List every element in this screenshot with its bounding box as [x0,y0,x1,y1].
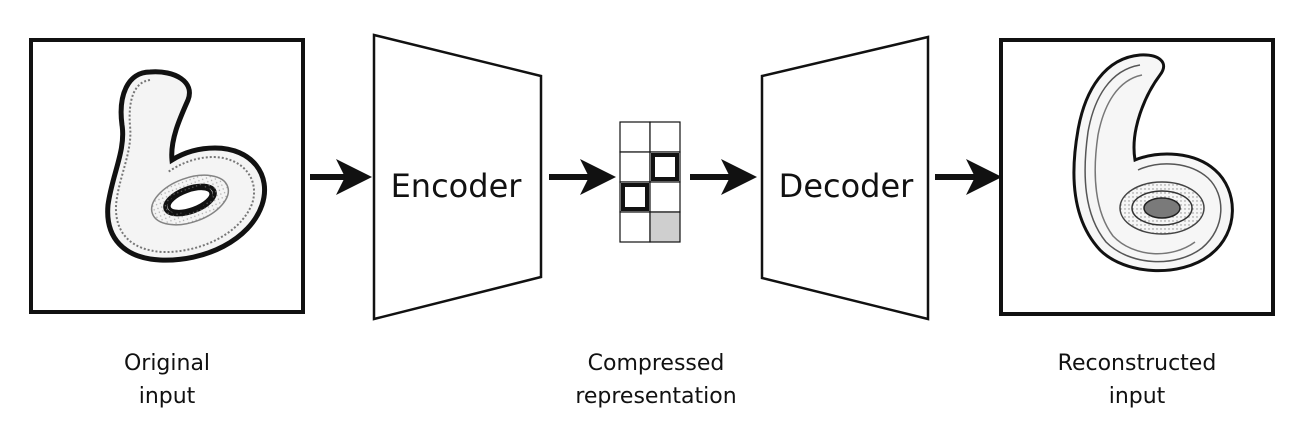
latent-cell-r0-c1 [649,121,681,153]
caption-reconstructed-line1: Reconstructed [1057,351,1217,376]
latent-cell-r3-c1 [649,211,681,243]
latent-cell-r3-c0 [619,211,651,243]
decoder-label: Decoder [779,167,915,205]
encoder-label: Encoder [391,167,523,205]
original-input-image [29,38,305,314]
caption-compressed-representation: Compressed representation [536,347,776,413]
latent-cell-r1-c0 [619,151,651,183]
caption-compressed-line2: representation [575,384,737,409]
caption-original-line1: Original [123,351,211,376]
digit-six-reconstructed [1072,53,1234,272]
caption-original-input: Original input [57,347,277,413]
decoder-block [760,35,930,321]
latent-cell-r0-c0 [619,121,651,153]
encoder-block [372,33,543,321]
digit-six-original [105,69,268,263]
caption-original-line2: input [138,384,196,409]
caption-compressed-line1: Compressed [587,351,725,376]
caption-reconstructed-line2: input [1108,384,1166,409]
latent-active-cell-r1-c1 [651,153,679,181]
latent-active-cell-r2-c0 [621,183,649,211]
latent-cell-r2-c1 [649,181,681,213]
latent-code-grid [619,121,681,243]
caption-reconstructed-input: Reconstructed input [1027,347,1247,413]
reconstructed-input-image [999,38,1275,316]
